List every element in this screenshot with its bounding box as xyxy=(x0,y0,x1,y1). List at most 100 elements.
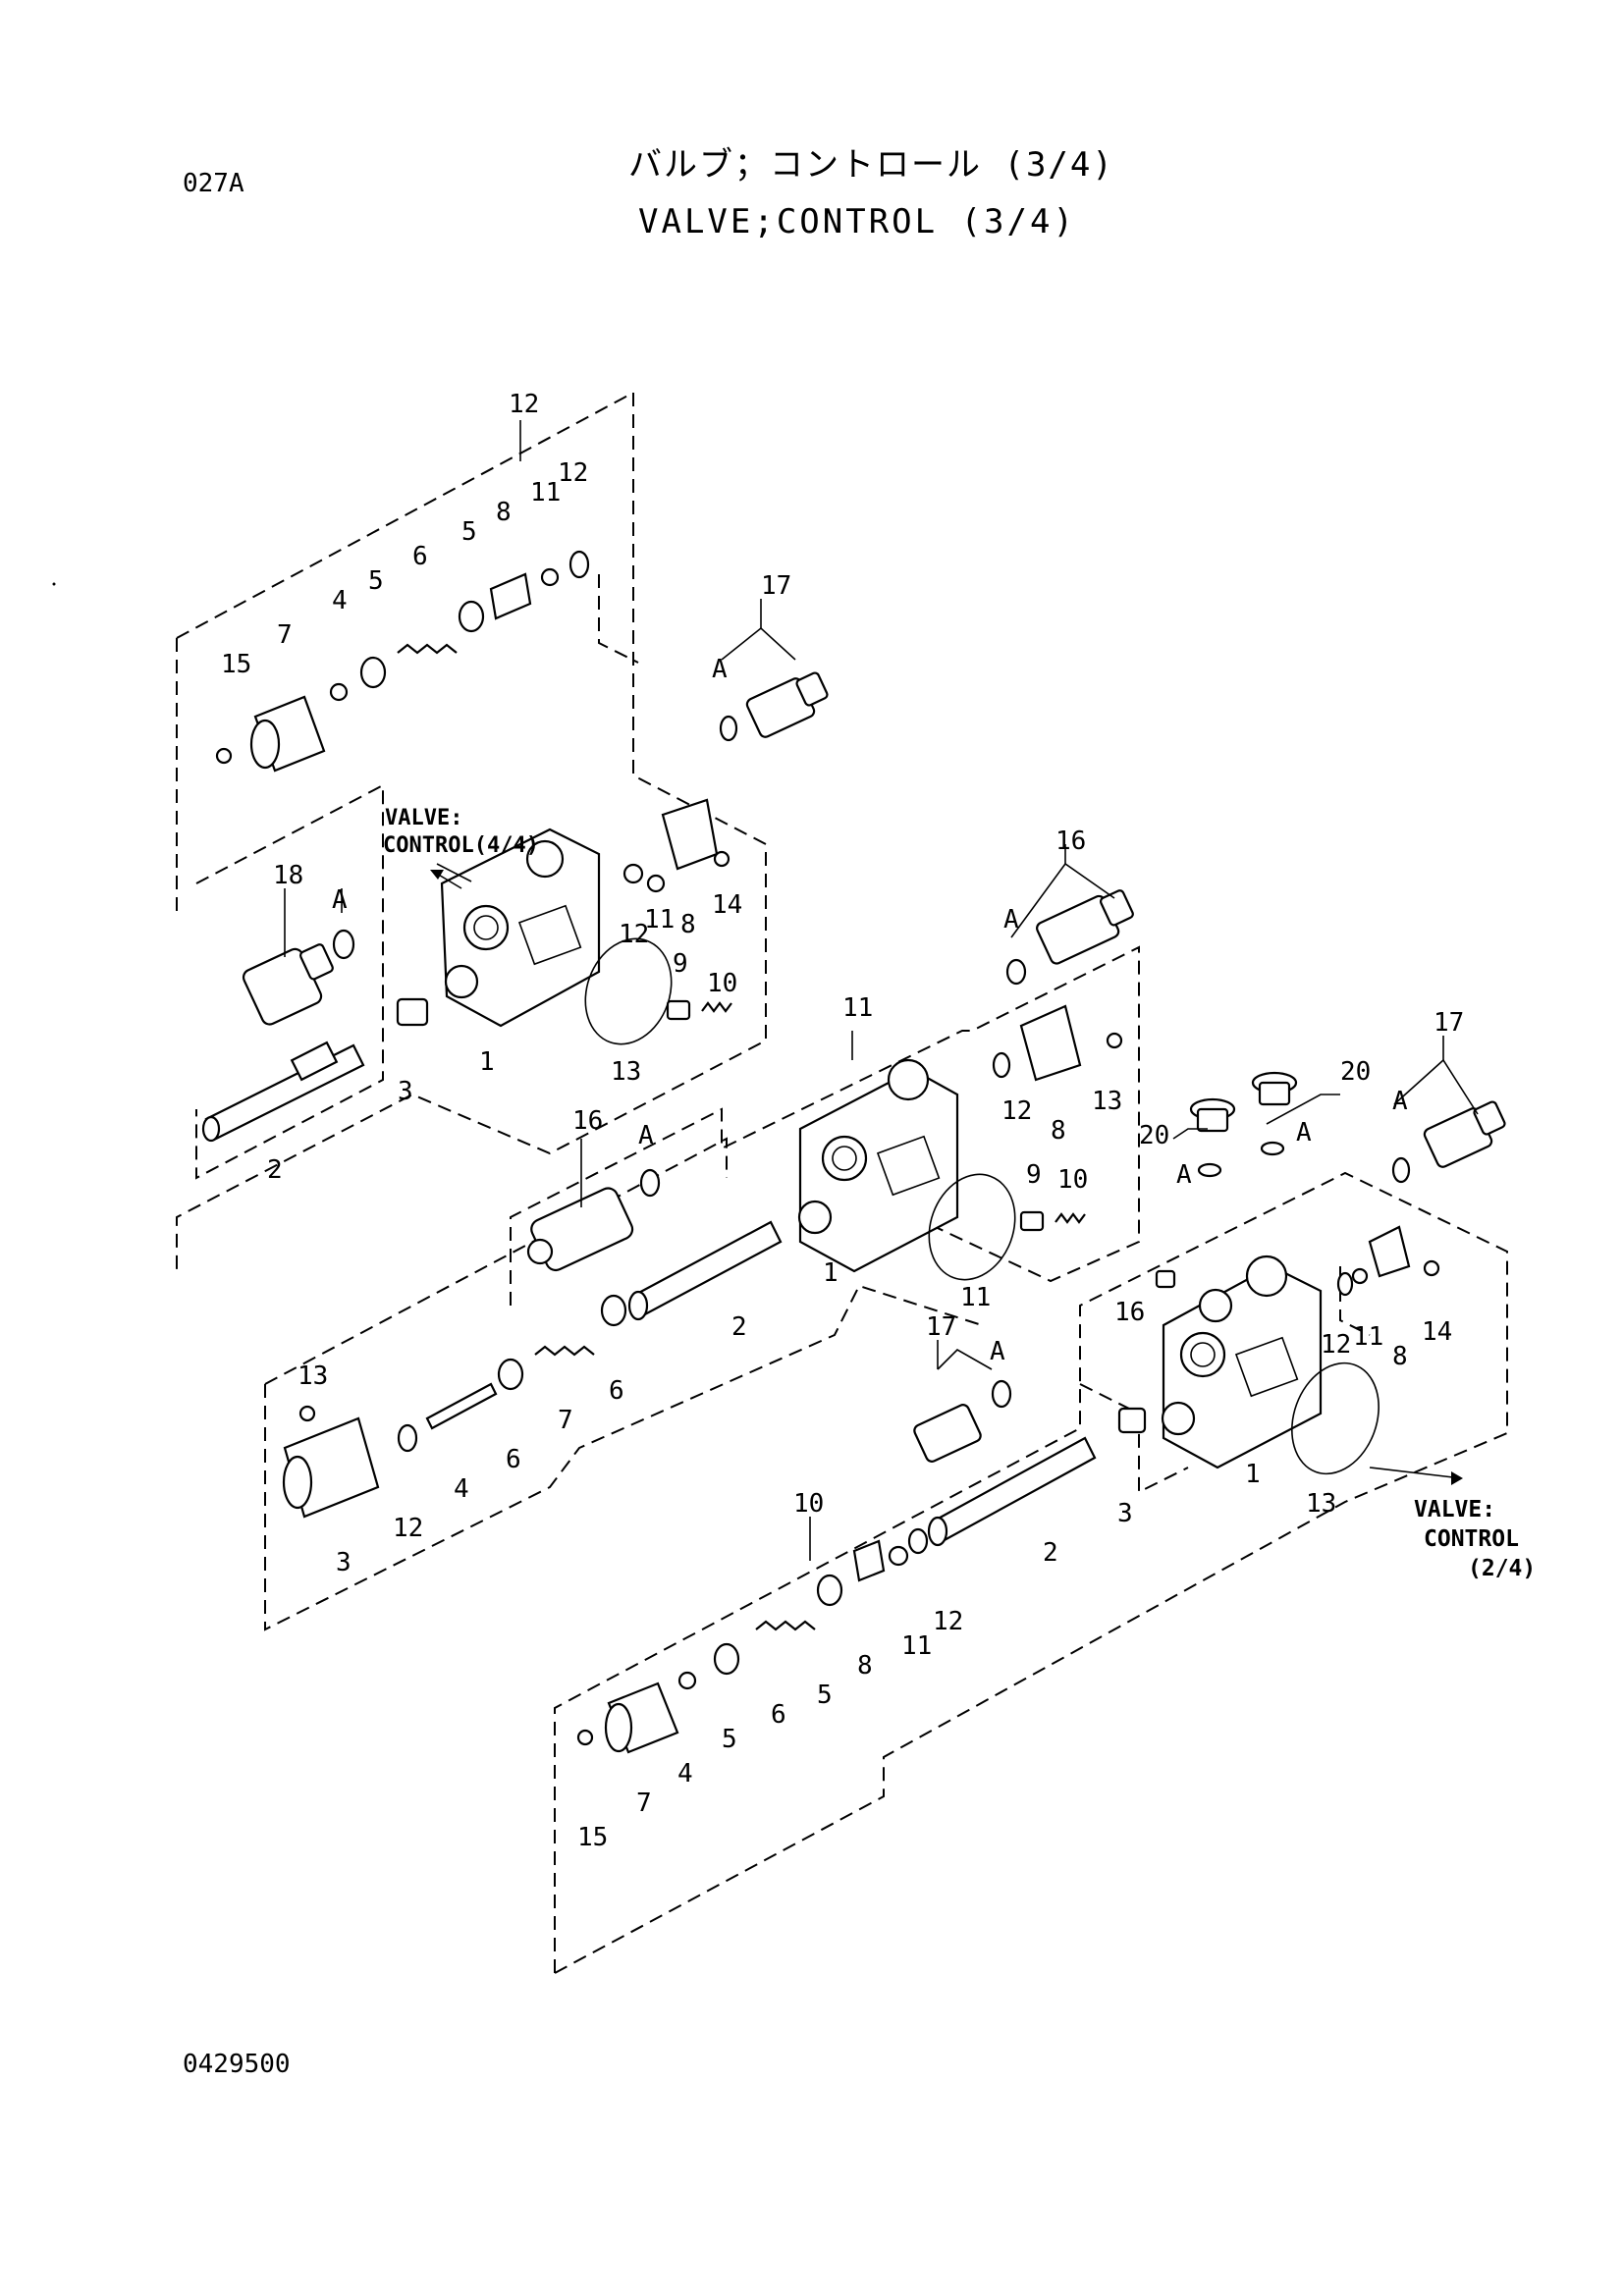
valve-body-part xyxy=(797,1058,959,1273)
relief-valve-part xyxy=(1036,889,1134,965)
callout-label: 11 xyxy=(644,905,675,934)
document-number: 0429500 xyxy=(183,2050,291,2079)
o-ring-part xyxy=(639,1168,661,1198)
pointer-arrow xyxy=(436,873,462,889)
flange-part xyxy=(852,1539,886,1582)
callout-label: 9 xyxy=(1026,1160,1042,1190)
flange-part xyxy=(661,798,719,871)
callout-label: A xyxy=(1296,1118,1312,1148)
o-ring-part xyxy=(719,715,738,742)
callout-label: 5 xyxy=(461,517,477,547)
callout-label: 16 xyxy=(572,1106,603,1136)
bolt-part xyxy=(1106,1032,1123,1049)
flange-part xyxy=(1019,1004,1082,1082)
bolt-part xyxy=(713,850,730,868)
callout-label: 17 xyxy=(761,571,791,601)
callout-label: A xyxy=(990,1337,1005,1366)
callout-label: 13 xyxy=(1306,1489,1336,1519)
pointer-arrow xyxy=(1369,1467,1454,1478)
callout-label: A xyxy=(332,885,348,915)
valve-body-part xyxy=(440,828,601,1028)
bolt-part xyxy=(215,747,233,765)
poppet-part xyxy=(1019,1210,1045,1232)
callout-label: 12 xyxy=(509,390,539,419)
callout-label: 8 xyxy=(680,910,696,939)
callout-label: A xyxy=(638,1121,654,1150)
callout-label: A xyxy=(712,655,728,684)
callout-label: 14 xyxy=(1422,1317,1452,1347)
retainer-part xyxy=(600,1294,627,1327)
callout-label: 6 xyxy=(506,1445,521,1474)
callout-label: 15 xyxy=(221,650,251,679)
callout-label: 20 xyxy=(1340,1057,1371,1087)
dashed-boundary xyxy=(176,391,767,1276)
pin-part xyxy=(425,1382,498,1430)
callout-label: 20 xyxy=(1139,1121,1169,1150)
callout-label: 8 xyxy=(857,1651,873,1681)
callout-label: 12 xyxy=(393,1514,423,1543)
spring-part xyxy=(534,1345,595,1357)
o-ring-part xyxy=(568,550,590,579)
o-ring-part xyxy=(1391,1156,1411,1184)
bolt-part xyxy=(677,1671,697,1690)
o-ring-part xyxy=(992,1051,1011,1079)
bolt-part xyxy=(298,1405,316,1422)
o-ring-part xyxy=(991,1379,1012,1409)
reference-label: (2/4) xyxy=(1468,1556,1536,1581)
callout-label: 3 xyxy=(336,1548,352,1577)
o-ring-part xyxy=(1291,1362,1380,1475)
callout-label: 6 xyxy=(771,1700,786,1730)
callout-label: 8 xyxy=(1051,1116,1066,1146)
callout-label: 12 xyxy=(1001,1096,1032,1126)
reference-label: VALVE: xyxy=(385,806,462,830)
dashed-boundary xyxy=(510,945,1140,1306)
callout-label: 10 xyxy=(707,969,737,998)
spring-part xyxy=(701,1001,732,1013)
section-middle: 16 A 11 12 8 13 16 A 9 10 11 1 2 13 3 12… xyxy=(264,827,1140,1631)
o-ring-part xyxy=(907,1527,929,1555)
cap-part xyxy=(242,943,334,1026)
plug-part xyxy=(1189,1097,1236,1133)
washer-part xyxy=(646,874,666,893)
callout-label: 12 xyxy=(619,920,649,949)
dashed-boundary xyxy=(264,1284,983,1631)
title-english: VALVE;CONTROL (3/4) xyxy=(638,202,1076,241)
o-ring-part xyxy=(1197,1162,1222,1178)
reference-label: CONTROL xyxy=(1424,1526,1519,1552)
spring-part xyxy=(1055,1212,1086,1224)
callout-label: 7 xyxy=(277,620,293,650)
retainer-part xyxy=(458,600,485,633)
callout-label: 7 xyxy=(558,1406,573,1435)
spool-part xyxy=(627,1220,783,1321)
callout-label: A xyxy=(1176,1160,1192,1190)
leader-line xyxy=(937,1349,993,1370)
callout-label: 8 xyxy=(496,498,512,527)
arrow-head xyxy=(1451,1471,1463,1485)
callout-label: 11 xyxy=(901,1631,932,1661)
valve-body-part xyxy=(1161,1255,1323,1469)
callout-label: 14 xyxy=(712,890,742,920)
plug-part xyxy=(1251,1071,1298,1106)
page-code: 027A xyxy=(183,169,244,198)
section-lower-right: 17 20 20 A A A 16 12 11 8 14 17 A 1 3 13… xyxy=(554,1008,1536,1974)
flange-part xyxy=(489,572,532,620)
stray-dot xyxy=(52,582,56,586)
callout-label: 7 xyxy=(636,1789,652,1818)
callout-label: 4 xyxy=(677,1759,693,1789)
dashed-boundary xyxy=(1079,1383,1189,1494)
callout-label: 11 xyxy=(1353,1322,1383,1352)
callout-label: 10 xyxy=(1057,1165,1088,1195)
callout-label: 1 xyxy=(479,1047,495,1077)
spool-part xyxy=(201,1041,365,1143)
o-ring-part xyxy=(928,1173,1016,1281)
callout-label: 5 xyxy=(722,1725,737,1754)
callout-label: A xyxy=(1003,905,1019,934)
spool-part xyxy=(927,1436,1097,1547)
cap-part xyxy=(526,1187,634,1272)
callout-label: 1 xyxy=(1245,1460,1261,1489)
leader-line xyxy=(1266,1094,1340,1125)
flange-part xyxy=(1368,1225,1411,1278)
callout-label: 12 xyxy=(1321,1330,1351,1360)
callout-label: 6 xyxy=(609,1376,624,1406)
